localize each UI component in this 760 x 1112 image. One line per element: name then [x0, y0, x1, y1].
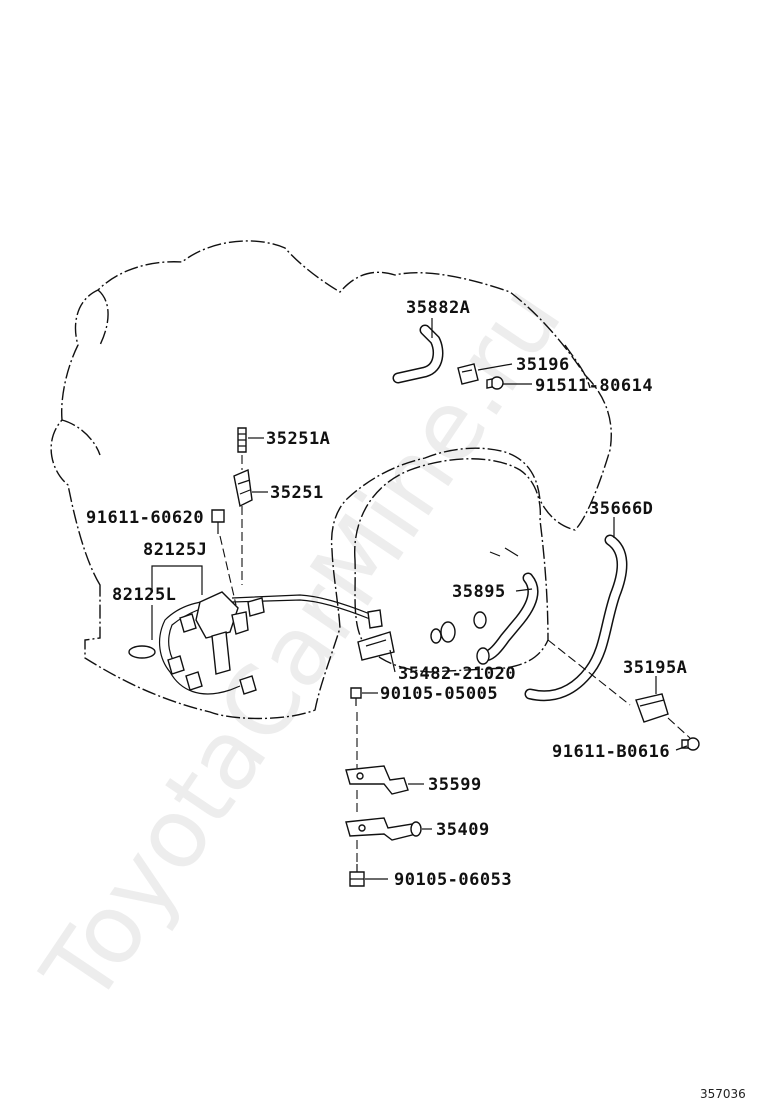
leader-91611b — [675, 745, 688, 751]
hose-35882A — [392, 324, 444, 384]
label-35482-21020: 35482-21020 — [398, 664, 516, 684]
label-91611-60620: 91611-60620 — [86, 508, 204, 528]
axis-bolt-91611b — [667, 717, 691, 739]
clamp-35196 — [457, 363, 479, 385]
o-ring-82125L — [128, 645, 156, 659]
sensor-35251 — [233, 468, 253, 508]
label-35409: 35409 — [436, 820, 490, 840]
bracket-35599 — [345, 765, 409, 795]
leader-35196 — [477, 363, 513, 371]
bolt-91611-60620 — [211, 509, 225, 534]
label-35895: 35895 — [452, 582, 506, 602]
clamp-35195A — [635, 693, 669, 723]
label-35195A: 35195A — [623, 658, 687, 678]
solenoid-connector — [195, 591, 249, 675]
hose-35666D — [524, 534, 628, 702]
wire-harness — [158, 594, 383, 695]
label-90105-05005: 90105-05005 — [380, 684, 498, 704]
label-91511-80614: 91511-80614 — [535, 376, 653, 396]
leader-35482 — [389, 649, 396, 673]
label-35251A: 35251A — [266, 429, 330, 449]
label-35666D: 35666D — [589, 499, 653, 519]
reference-number: 357036 — [700, 1087, 746, 1101]
label-35599: 35599 — [428, 775, 482, 795]
transmission-case-outline — [50, 240, 612, 720]
leader-35895 — [515, 588, 533, 592]
bolt-91611-B0616 — [681, 737, 700, 751]
bracket-82125J — [151, 565, 203, 595]
sensor-35251A — [237, 427, 247, 453]
plate-35482-21020 — [357, 631, 395, 661]
axis-clamp-35195A — [547, 639, 631, 706]
case-inner-contour — [61, 289, 591, 456]
bolt-91511-80614 — [486, 376, 504, 390]
label-35882A: 35882A — [406, 298, 470, 318]
tube-35895 — [476, 572, 539, 665]
label-91611-B0616: 91611-B0616 — [552, 742, 670, 762]
label-82125J: 82125J — [143, 540, 207, 560]
bolt-90105-06053 — [349, 864, 365, 887]
axis-bolt-91611 — [219, 535, 237, 606]
case-ports — [430, 547, 519, 644]
label-35196: 35196 — [516, 355, 570, 375]
label-90105-06053: 90105-06053 — [394, 870, 512, 890]
lever-35409 — [345, 817, 422, 841]
label-35251: 35251 — [270, 483, 324, 503]
bolt-90105-05005 — [350, 687, 362, 706]
label-82125L: 82125L — [112, 585, 176, 605]
